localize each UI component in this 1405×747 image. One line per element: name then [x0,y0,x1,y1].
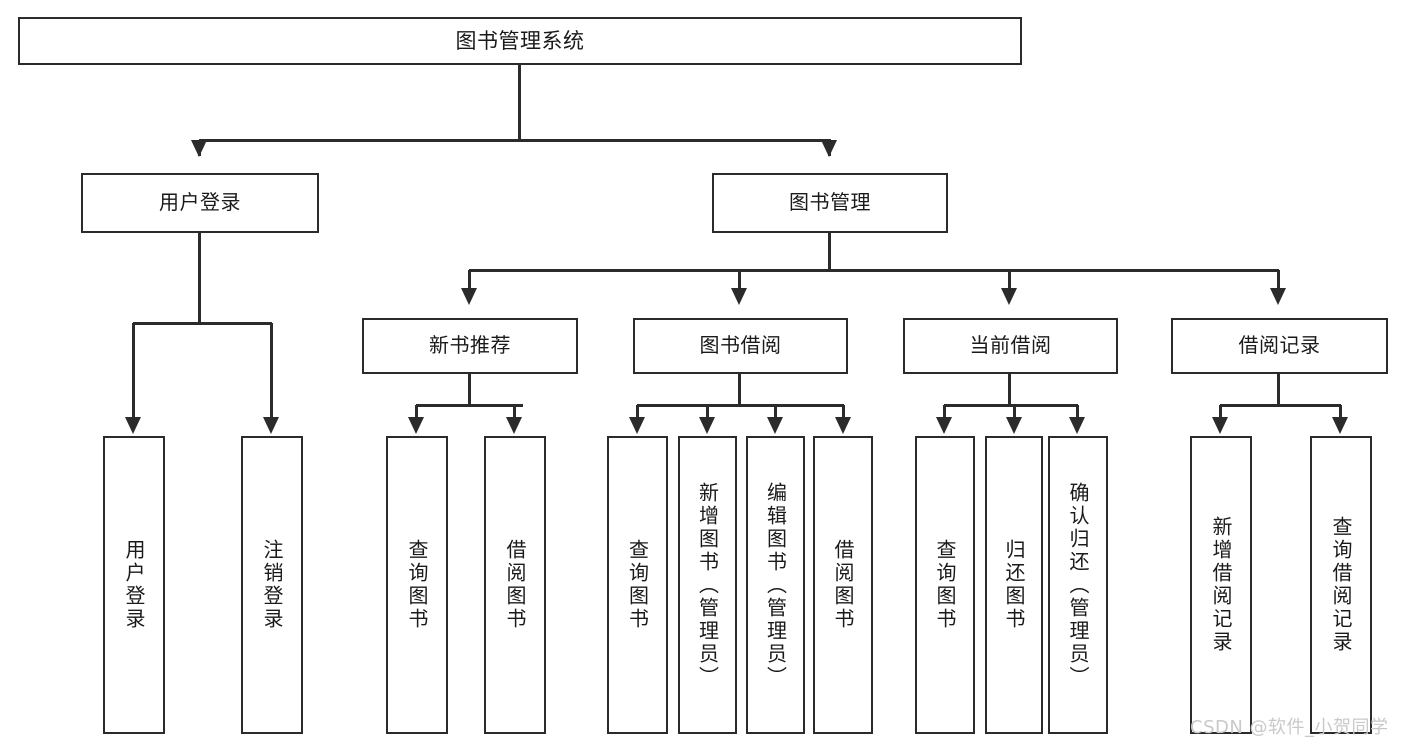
node-leaf10[interactable]: 归还图书 [985,436,1043,734]
connector-line [270,323,273,419]
node-leaf13[interactable]: 查询借阅记录 [1310,436,1372,734]
node-leaf2[interactable]: 注销登录 [241,436,303,734]
arrow-head-icon [1069,417,1085,434]
node-root[interactable]: 图书管理系统 [18,17,1022,65]
node-label: 注销登录 [260,539,284,631]
arrow-head-icon [408,417,424,434]
connector-line [738,374,741,405]
node-leaf4[interactable]: 借阅图书 [484,436,546,734]
node-label: 编辑图书（管理员） [763,481,788,689]
node-label: 查询图书 [933,539,957,631]
node-label: 新增图书（管理员） [695,481,720,689]
node-leaf3[interactable]: 查询图书 [386,436,448,734]
connector-line [133,322,272,325]
node-label: 查询图书 [405,539,429,631]
node-bookmgmt[interactable]: 图书管理 [712,173,948,233]
connector-line [1339,405,1342,419]
arrow-head-icon [1332,417,1348,434]
connector-line [637,404,844,407]
node-label: 查询借阅记录 [1329,516,1353,654]
connector-line [943,405,946,419]
arrow-head-icon [1270,288,1286,305]
connector-line [1013,405,1016,419]
connector-line [416,404,523,407]
connector-line [1220,404,1341,407]
arrow-head-icon [191,140,207,157]
node-leaf5[interactable]: 查询图书 [607,436,668,734]
connector-line [468,270,471,301]
connector-line [513,405,516,419]
node-label: 新增借阅记录 [1209,516,1233,654]
connector-line [469,269,1279,272]
connector-line [518,65,521,140]
connector-line [1277,374,1280,405]
node-label: 借阅图书 [503,539,527,631]
node-leaf12[interactable]: 新增借阅记录 [1190,436,1252,734]
arrow-head-icon [629,417,645,434]
connector-line [738,270,741,301]
node-records[interactable]: 借阅记录 [1171,318,1388,374]
node-current[interactable]: 当前借阅 [903,318,1118,374]
connector-line [1076,405,1079,419]
node-leaf6[interactable]: 新增图书（管理员） [678,436,737,734]
arrow-head-icon [506,417,522,434]
connector-line [774,405,777,419]
connector-line [842,405,845,419]
node-label: 图书管理系统 [455,28,585,53]
node-label: 查询图书 [625,539,650,631]
node-label: 用户登录 [122,539,146,631]
connector-line [199,139,831,142]
arrow-head-icon [821,140,837,157]
connector-line [132,323,135,419]
node-borrow[interactable]: 图书借阅 [633,318,848,374]
arrow-head-icon [125,417,141,434]
node-leaf8[interactable]: 借阅图书 [813,436,873,734]
node-label: 图书借阅 [699,333,782,358]
connector-line [636,405,639,419]
node-leaf9[interactable]: 查询图书 [915,436,975,734]
connector-line [1277,270,1280,301]
connector-line [1008,270,1011,301]
arrow-head-icon [1006,417,1022,434]
connector-line [828,233,831,270]
node-leaf7[interactable]: 编辑图书（管理员） [746,436,805,734]
connector-line [198,233,201,323]
arrow-head-icon [461,288,477,305]
node-leaf11[interactable]: 确认归还（管理员） [1048,436,1108,734]
arrow-head-icon [699,417,715,434]
connector-line [468,374,471,405]
arrow-head-icon [936,417,952,434]
node-leaf1[interactable]: 用户登录 [103,436,165,734]
arrow-head-icon [731,288,747,305]
node-label: 新书推荐 [429,333,511,358]
connector-line [944,404,1078,407]
node-label: 确认归还（管理员） [1066,481,1090,689]
node-login[interactable]: 用户登录 [81,173,319,233]
node-label: 图书管理 [789,190,871,215]
connector-line [1219,405,1222,419]
connector-line [706,405,709,419]
node-label: 用户登录 [159,190,241,215]
node-label: 借阅记录 [1238,333,1321,358]
node-label: 归还图书 [1002,539,1026,631]
connector-line [415,405,418,419]
node-label: 当前借阅 [969,333,1052,358]
arrow-head-icon [1212,417,1228,434]
arrow-head-icon [835,417,851,434]
node-newbooks[interactable]: 新书推荐 [362,318,578,374]
arrow-head-icon [1001,288,1017,305]
connector-line [1008,374,1011,405]
arrow-head-icon [767,417,783,434]
node-label: 借阅图书 [831,539,855,631]
arrow-head-icon [263,417,279,434]
